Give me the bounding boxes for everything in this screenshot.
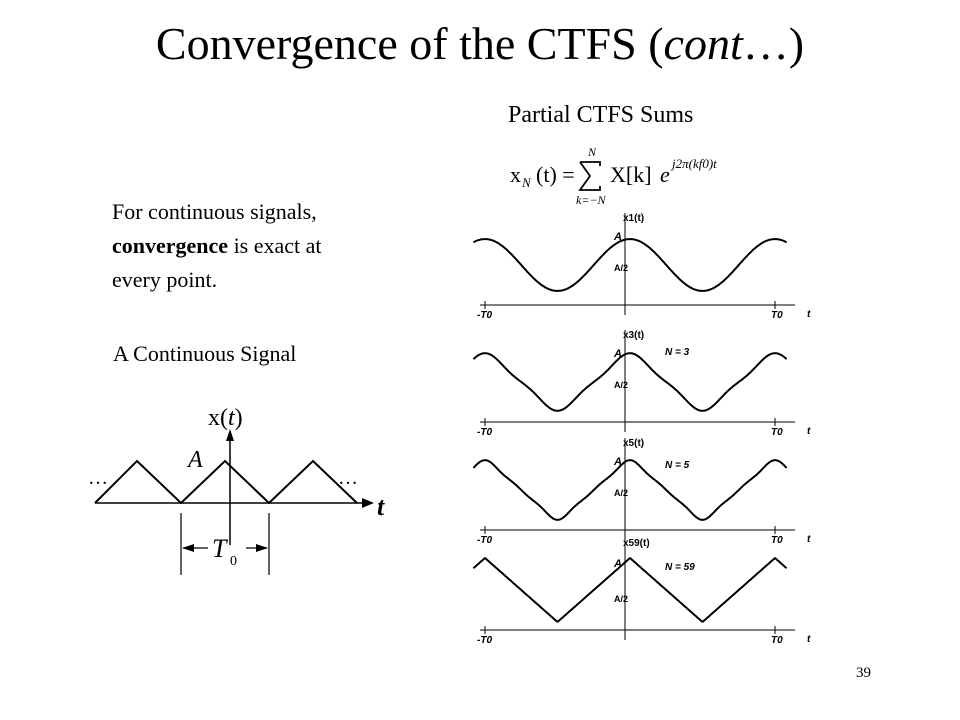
partial-plot-n3: x3(t) A A/2 N = 3 -T0 T0 t xyxy=(472,330,811,438)
signal-label-fn: x( xyxy=(208,405,228,431)
plot-a-half-label: A/2 xyxy=(614,380,628,390)
plot-ylabel: x5(t) xyxy=(623,438,644,449)
sigma-icon xyxy=(578,161,601,191)
plot-n-label: N = 59 xyxy=(665,562,695,573)
signal-label: x(t) xyxy=(208,405,243,431)
plot-ylabel: x59(t) xyxy=(623,538,650,549)
partial-sum-curve xyxy=(472,459,788,521)
formula-lhs-x: x xyxy=(510,162,521,187)
partial-sum-formula: x N (t) = N k=−N X[k] e j2π(kf0)t xyxy=(510,145,717,207)
plot-ylabel: x3(t) xyxy=(623,330,644,341)
period-arrow-left-icon xyxy=(182,544,194,552)
plot-t-label: t xyxy=(807,426,811,437)
plot-a-half-label: A/2 xyxy=(614,263,628,273)
plot-neg-t0: -T0 xyxy=(477,310,492,321)
plot-neg-t0: -T0 xyxy=(477,427,492,438)
plot-a-half-label: A/2 xyxy=(614,594,628,604)
plot-pos-t0: T0 xyxy=(771,310,783,321)
partial-sums-title: Partial CTFS Sums xyxy=(508,102,694,128)
description-line3: every point. xyxy=(112,267,218,292)
formula-coef: X[k] xyxy=(610,162,652,187)
formula-sum-lower: k=−N xyxy=(576,193,607,207)
dots-right: … xyxy=(338,467,358,489)
t-axis-arrow-icon xyxy=(362,498,374,508)
slide-title: Convergence of the CTFS (cont…) xyxy=(0,14,960,74)
continuous-signal-title: A Continuous Signal xyxy=(113,341,297,366)
t-axis-label: t xyxy=(377,492,385,521)
partial-plot-n59: x59(t) A A/2 N = 59 -T0 T0 t xyxy=(472,538,811,646)
description-line2: convergence is exact at xyxy=(112,229,422,263)
period-label: T xyxy=(212,534,228,563)
plot-t-label: t xyxy=(807,309,811,320)
plot-n-label: N = 3 xyxy=(665,347,690,358)
plot-neg-t0: -T0 xyxy=(477,635,492,646)
y-axis-arrow-icon xyxy=(226,429,234,441)
plot-a-label: A xyxy=(613,231,622,243)
plot-neg-t0: -T0 xyxy=(477,535,492,546)
page-number: 39 xyxy=(856,665,871,681)
formula-lhs-sub: N xyxy=(521,175,532,190)
plot-t-label: t xyxy=(807,634,811,645)
title-main: Convergence of the CTFS ( xyxy=(155,18,664,69)
formula-lhs-args: (t) = xyxy=(536,162,575,187)
triangle-wave xyxy=(94,459,358,505)
signal-label-var: t xyxy=(228,405,236,431)
description-bold: convergence xyxy=(112,233,229,258)
continuous-signal-diagram: x(t) A … … t T 0 xyxy=(88,405,385,575)
formula-sum-upper: N xyxy=(587,145,597,159)
plot-a-label: A xyxy=(613,348,622,360)
description-line2-rest: is exact at xyxy=(228,233,322,258)
title-italic: cont xyxy=(663,18,743,69)
dots-left: … xyxy=(88,467,108,489)
partial-sum-curve xyxy=(472,352,788,412)
plot-t-label: t xyxy=(807,534,811,545)
plot-a-label: A xyxy=(613,456,622,468)
title-tail: …) xyxy=(742,18,805,69)
plot-a-label: A xyxy=(613,558,622,570)
signal-label-close: ) xyxy=(235,405,243,431)
partial-sum-curve xyxy=(472,557,788,623)
description-line1: For continuous signals, xyxy=(112,199,317,224)
plot-pos-t0: T0 xyxy=(771,635,783,646)
amplitude-label: A xyxy=(186,447,203,473)
plot-n-label: N = 5 xyxy=(665,460,690,471)
partial-plot-n1: x1(t) A A/2 -T0 T0 t xyxy=(472,213,811,321)
period-sub: 0 xyxy=(230,554,237,569)
plot-pos-t0: T0 xyxy=(771,535,783,546)
description: For continuous signals, convergence is e… xyxy=(112,195,422,297)
partial-plot-n5: x5(t) A A/2 N = 5 -T0 T0 t xyxy=(472,438,811,546)
plot-a-half-label: A/2 xyxy=(614,488,628,498)
formula-exp-base: e xyxy=(660,162,670,187)
plot-ylabel: x1(t) xyxy=(623,213,644,224)
period-arrow-right-icon xyxy=(256,544,268,552)
plot-pos-t0: T0 xyxy=(771,427,783,438)
formula-exponent: j2π(kf0)t xyxy=(670,156,717,171)
partial-sum-curve xyxy=(472,238,788,292)
